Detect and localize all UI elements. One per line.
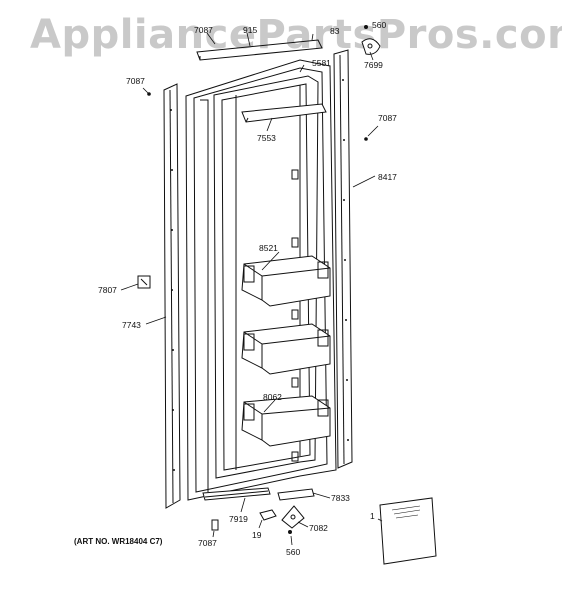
owners-manual-part (379, 497, 437, 565)
callout-19: 19 (252, 530, 262, 540)
callout-7082: 7082 (309, 523, 328, 533)
callout-83: 83 (330, 26, 340, 36)
left-side-trim-part (163, 83, 181, 509)
callout-915: 915 (243, 25, 257, 35)
callout-8417: 8417 (378, 172, 397, 182)
callout-8062: 8062 (263, 392, 282, 402)
right-side-trim-part (333, 49, 353, 469)
bottom-hinge-part (281, 505, 305, 529)
callout-7833: 7833 (331, 493, 350, 503)
callout-7087-bottom: 7087 (198, 538, 217, 548)
upper-rail-part (241, 103, 327, 123)
top-trim-part (196, 39, 323, 61)
door-bin-middle (241, 323, 331, 375)
bottom-hinge-pin-part (259, 509, 277, 521)
callout-7087-top: 7087 (194, 25, 213, 35)
leader-lines (120, 32, 383, 546)
top-hinge-cam-part (361, 38, 381, 55)
screw-parts (147, 25, 368, 534)
callout-7553: 7553 (257, 133, 276, 143)
callout-1: 1 (370, 511, 375, 521)
callout-7087-right: 7087 (378, 113, 397, 123)
callout-7743: 7743 (122, 320, 141, 330)
callout-8521: 8521 (259, 243, 278, 253)
door-bin-lower (241, 395, 331, 447)
door-bin-upper (241, 255, 331, 307)
callout-7699: 7699 (364, 60, 383, 70)
bottom-screw-part (211, 519, 219, 531)
callout-7919: 7919 (229, 514, 248, 524)
callout-560-bottom: 560 (286, 547, 300, 557)
liner-slots (291, 169, 299, 462)
cam-stop-part (137, 275, 151, 289)
callout-7807: 7807 (98, 285, 117, 295)
callout-7087-left: 7087 (126, 76, 145, 86)
bottom-trim-left-part (202, 487, 271, 501)
callout-560-top: 560 (372, 20, 386, 30)
art-number-label: (ART NO. WR18404 C7) (74, 537, 163, 546)
bottom-trim-right-part (277, 488, 315, 501)
callout-5581: 5581 (312, 58, 331, 68)
